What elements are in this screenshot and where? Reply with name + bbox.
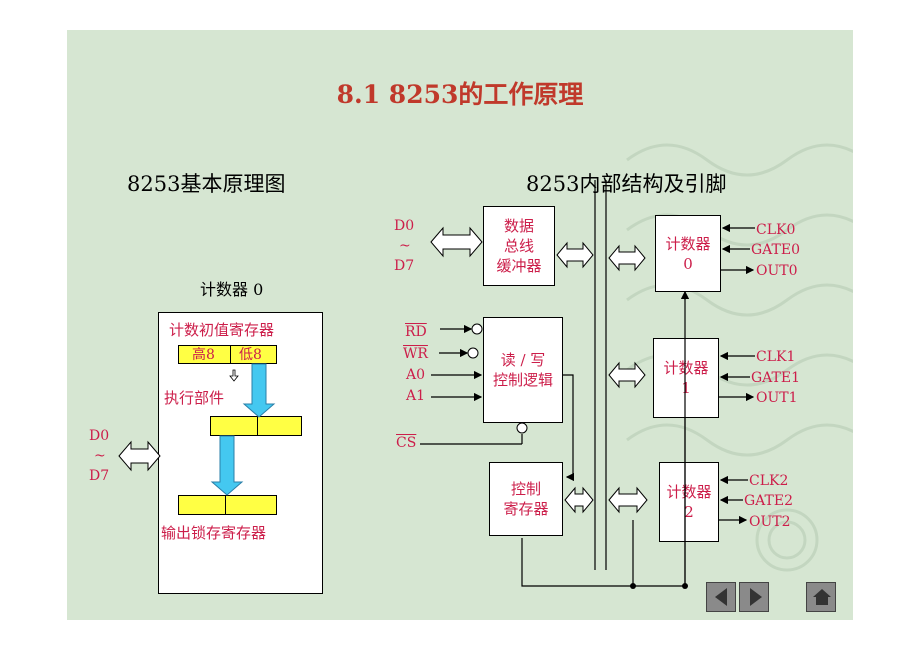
control-register-line1: 控制 bbox=[510, 480, 541, 498]
rw-logic-box: 读 / 写 控制逻辑 bbox=[483, 317, 563, 423]
counter1-index: 1 bbox=[681, 379, 691, 397]
pin-clk2: CLK2 bbox=[749, 473, 789, 489]
rw-logic-line1: 读 / 写 bbox=[500, 351, 546, 369]
counter0-name: 计数器 bbox=[665, 234, 711, 253]
latch-cell-left bbox=[178, 495, 226, 515]
counter2-name: 计数器 bbox=[666, 483, 712, 501]
pin-clk1: CLK1 bbox=[756, 349, 796, 365]
signal-a1: A1 bbox=[406, 388, 426, 404]
data-buffer-line3: 缓冲器 bbox=[496, 257, 542, 275]
next-icon bbox=[750, 588, 762, 606]
control-register-box: 控制 寄存器 bbox=[489, 462, 563, 536]
exec-unit-label: 执行部件 bbox=[164, 389, 225, 407]
pin-out2: OUT2 bbox=[749, 514, 791, 530]
exec-cell-right bbox=[257, 416, 302, 436]
high8-label: 高8 bbox=[192, 347, 215, 363]
output-latch-label: 输出锁存寄存器 bbox=[161, 524, 267, 542]
data-buffer-line1: 数据 bbox=[503, 217, 534, 235]
signal-cs: CS bbox=[396, 435, 417, 451]
counter1-name: 计数器 bbox=[663, 359, 709, 377]
pin-gate1: GATE1 bbox=[751, 370, 800, 386]
right-bus-d7: D7 bbox=[394, 258, 415, 274]
right-heading: 8253内部结构及引脚 bbox=[526, 172, 727, 196]
signal-a0: A0 bbox=[406, 367, 426, 383]
home-button[interactable] bbox=[806, 582, 836, 612]
pin-out0: OUT0 bbox=[756, 263, 798, 279]
counter0-label: 计数器 0 bbox=[200, 280, 264, 299]
data-buffer-box: 数据 总线 缓冲器 bbox=[483, 206, 555, 286]
low8-label: 低8 bbox=[239, 347, 262, 363]
counter2-box: 计数器 2 bbox=[659, 462, 719, 542]
latch-cell-right bbox=[225, 495, 277, 515]
next-button[interactable] bbox=[739, 582, 769, 612]
counter1-box: 计数器 1 bbox=[653, 338, 719, 418]
low8-cell: 低8 bbox=[230, 345, 277, 364]
prev-icon bbox=[715, 588, 727, 606]
data-buffer-line2: 总线 bbox=[503, 237, 534, 255]
right-bus-tilde: ~ bbox=[399, 238, 411, 254]
left-heading: 8253基本原理图 bbox=[127, 172, 286, 196]
signal-wr: WR bbox=[403, 346, 428, 362]
left-bus-d0: D0 bbox=[89, 428, 110, 444]
high8-cell: 高8 bbox=[178, 345, 231, 364]
home-icon bbox=[813, 589, 831, 605]
exec-cell-left bbox=[210, 416, 258, 436]
control-register-line2: 寄存器 bbox=[503, 500, 549, 518]
counter2-index: 2 bbox=[684, 503, 694, 521]
pin-gate0: GATE0 bbox=[751, 242, 800, 258]
left-bus-d7: D7 bbox=[89, 468, 110, 484]
left-bus-tilde: ~ bbox=[94, 448, 106, 464]
rw-logic-line2: 控制逻辑 bbox=[492, 371, 553, 389]
slide-title: 8.1 8253的工作原理 bbox=[336, 80, 584, 109]
prev-button[interactable] bbox=[706, 582, 736, 612]
pin-clk0: CLK0 bbox=[756, 222, 796, 238]
pin-out1: OUT1 bbox=[756, 390, 798, 406]
counter0-index: 0 bbox=[683, 254, 693, 273]
signal-rd: RD bbox=[405, 324, 427, 340]
pin-gate2: GATE2 bbox=[744, 493, 793, 509]
counter0-box: 计数器 0 bbox=[655, 215, 721, 292]
initial-register-label: 计数初值寄存器 bbox=[169, 321, 275, 339]
slide: 8.1 8253的工作原理 8253基本原理图 8253内部结构及引脚 计数器 … bbox=[67, 30, 853, 620]
right-bus-d0: D0 bbox=[394, 218, 415, 234]
